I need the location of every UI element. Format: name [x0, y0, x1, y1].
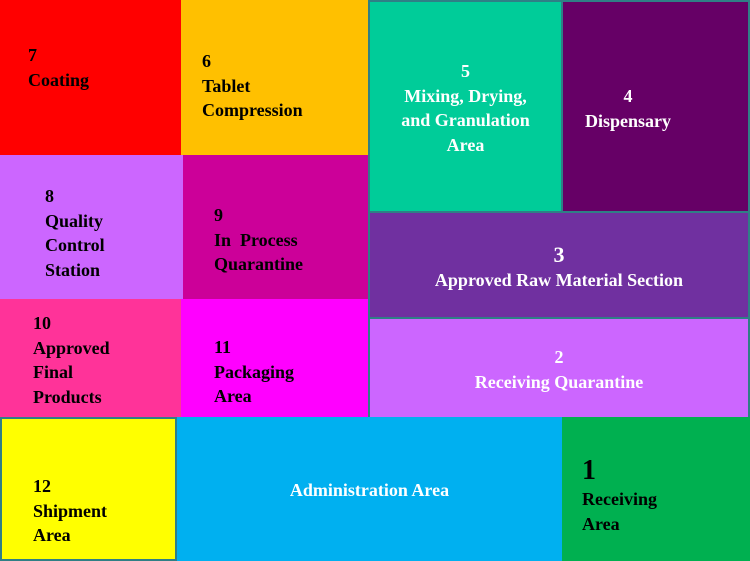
room-12-shipment: 12 Shipment Area: [0, 417, 177, 561]
room-number: 3: [553, 242, 565, 267]
room-label: and Granulation: [401, 110, 530, 130]
room-label: Approved Raw Material Section: [434, 269, 684, 290]
room-label: Area: [446, 134, 485, 155]
room-label: Dispensary: [585, 110, 672, 131]
room-number: 10: [33, 313, 51, 333]
room-label: Station: [45, 259, 101, 280]
room-label: Approved: [33, 337, 110, 358]
room-label: Quality: [45, 210, 104, 231]
room-label: Administration Area: [289, 480, 450, 500]
room-label: Mixing, Drying,: [404, 85, 527, 106]
room-number: 9: [214, 205, 223, 225]
room-2-receiving-quarantine: 2 Receiving Quarantine: [368, 317, 750, 419]
room-label: Shipment: [33, 500, 108, 521]
room-10-approved-final-products: 10 Approved Final Products: [0, 299, 181, 418]
room-9-in-process-quarantine: 9 In Process Quarantine: [183, 155, 368, 299]
room-number: 11: [214, 337, 232, 357]
room-label: Packaging: [214, 361, 295, 382]
room-6-tablet-compression: 6 Tablet Compression: [181, 0, 368, 155]
room-1-receiving: 1 Receiving Area: [562, 417, 750, 561]
room-label: Control: [45, 235, 105, 255]
room-4-dispensary: 4 Dispensary: [561, 0, 750, 213]
room-number: 5: [461, 61, 470, 81]
room-7-coating: 7 Coating: [0, 0, 181, 155]
room-label: Area: [582, 513, 620, 534]
room-label: Products: [33, 386, 102, 407]
room-label: In Process: [214, 229, 298, 250]
room-5-mixing-drying-granulation: 5 Mixing, Drying, and Granulation Area: [368, 0, 563, 213]
room-number: 1: [582, 455, 596, 486]
room-label: Area: [214, 386, 252, 406]
room-number: 4: [623, 86, 633, 106]
room-label: Final: [33, 362, 74, 382]
room-3-approved-raw-material: 3 Approved Raw Material Section: [368, 211, 750, 319]
room-label: Compression: [202, 100, 303, 120]
room-label: Area: [33, 525, 71, 545]
room-number: 7: [28, 45, 37, 65]
room-label: Receiving Quarantine: [474, 371, 644, 392]
room-label: Quarantine: [214, 254, 304, 274]
room-number: 6: [202, 51, 211, 71]
room-label: Tablet: [202, 75, 251, 96]
room-11-packaging: 11 Packaging Area: [181, 299, 368, 418]
administration-area: Administration Area: [177, 417, 562, 561]
room-label: Receiving: [582, 489, 657, 509]
room-label: Coating: [28, 69, 90, 90]
room-number: 12: [33, 476, 51, 496]
room-number: 8: [45, 186, 54, 206]
room-number: 2: [554, 347, 564, 367]
room-8-quality-control: 8 Quality Control Station: [0, 155, 183, 299]
